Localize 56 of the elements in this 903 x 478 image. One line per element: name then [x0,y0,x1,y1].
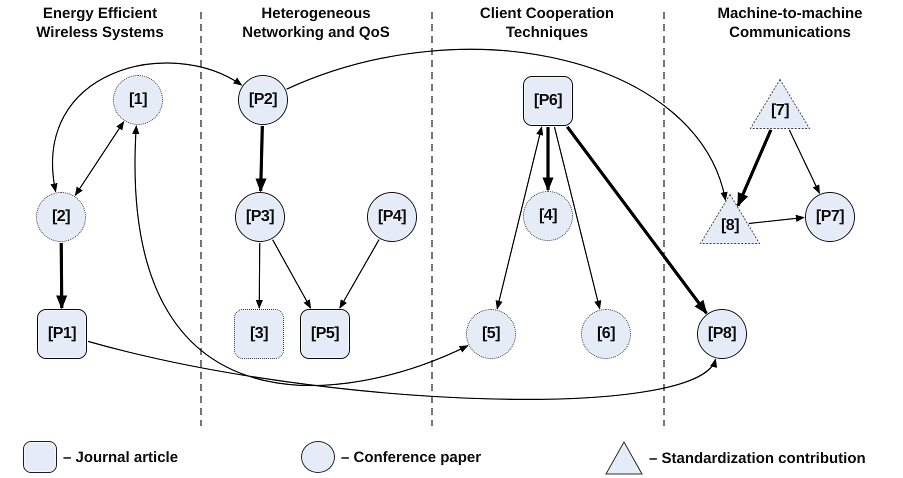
arrow [554,126,602,310]
arrow [272,239,312,309]
column-heading: Machine-to-machine Communications [716,4,864,42]
conference-circle [235,192,285,242]
standard-triangle [700,194,760,244]
reference-label: [P8] [708,325,736,343]
reference-label: [P2] [248,91,278,109]
column-heading: Energy Efficient Wireless Systems [35,4,165,42]
arrow [748,214,805,224]
reference-label: [5] [482,325,500,343]
arrow [88,340,716,400]
reference-label: [P3] [246,208,274,226]
conference-circle [36,192,86,242]
arrow [255,126,267,192]
reference-label: [6] [596,325,616,343]
conference-circle [581,309,631,359]
column-heading: Heterogeneous Networking and QoS [241,4,391,42]
arrow [339,239,380,309]
arrow [51,62,242,192]
arrow [788,130,820,194]
arrow [74,120,124,196]
arrow [736,129,772,207]
reference-label: [P5] [310,325,340,343]
conference-circle [697,309,747,359]
reference-label: [7] [770,102,790,120]
reference-label: [8] [720,217,740,235]
arrow [566,126,708,314]
conference-circle [367,192,417,242]
conference-circle [466,309,516,359]
reference-label: [P7] [816,208,844,226]
arrow [256,243,263,309]
journal-box [234,309,284,359]
legend-text: – Journal article [63,448,178,466]
arrow [496,126,544,310]
reference-label: [P6] [534,92,562,110]
arrow [542,127,554,192]
conference-circle [238,75,288,125]
reference-label: [1] [128,91,148,109]
reference-label: [3] [250,325,268,343]
conference-circle [805,192,855,242]
legend-text: – Standardization contribution [649,450,866,466]
journal-box [300,309,350,359]
journal-box [523,76,573,126]
legend-text: – Conference paper [341,448,482,466]
reference-label: [2] [52,208,70,226]
column-heading: Client Cooperation Techniques [478,4,616,42]
reference-label: [4] [538,207,558,225]
conference-circle [113,75,163,125]
reference-label: [P4] [378,208,406,226]
conference-circle [523,191,573,241]
standard-triangle [750,79,810,129]
arrow [286,48,726,202]
arrow [56,242,68,310]
arrow [132,125,469,386]
reference-label: [P1] [48,325,76,343]
journal-box [37,309,87,359]
